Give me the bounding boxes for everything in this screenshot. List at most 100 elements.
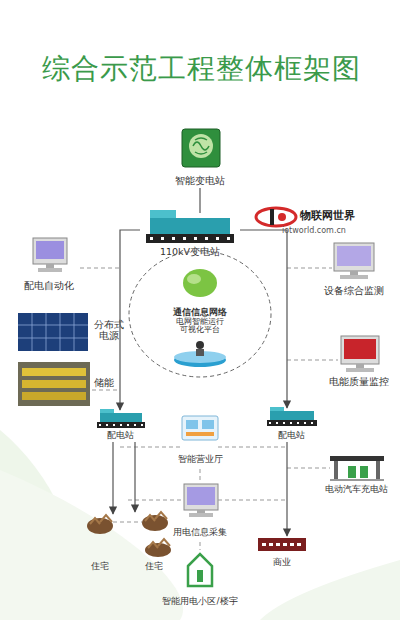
- dashed-leader: [287, 360, 338, 361]
- node-label: 110kV变电站: [140, 247, 240, 258]
- computer-icon: [346, 368, 374, 372]
- charging-node: 电动汽车充电站: [318, 453, 394, 499]
- computer-icon: [334, 243, 374, 279]
- watermark-text: 物联网世界: [300, 208, 355, 223]
- computer-icon: [33, 238, 67, 272]
- iot-logo: [270, 209, 274, 225]
- computer-icon: [187, 487, 215, 505]
- node-label: 智能营业厅: [172, 454, 228, 464]
- system-node: 电能质量监控: [326, 333, 392, 391]
- label-stack: 配电站: [92, 430, 148, 440]
- computer-icon: [184, 484, 218, 517]
- network-platform-icon: [196, 349, 204, 356]
- network-platform-icon: [196, 341, 204, 349]
- battery-photo: [22, 380, 86, 388]
- battery-photo: [22, 368, 86, 376]
- power-line-connector: [134, 442, 135, 512]
- house-cluster: [145, 512, 167, 521]
- charging-station-icon: [330, 456, 384, 461]
- dashed-leader: [113, 522, 142, 523]
- distribution-station-icon: [267, 420, 317, 426]
- smart-substation-icon: [189, 134, 213, 158]
- iot-logo: [256, 208, 296, 226]
- label-stack: 配电站: [262, 430, 320, 440]
- distribution-station-icon: [270, 411, 314, 420]
- dashed-leader: [92, 390, 120, 391]
- substation-server-icon: [150, 237, 232, 240]
- label-stack: 设备综合监测: [316, 286, 392, 297]
- smart-substation-icon: [182, 129, 220, 167]
- label-stack: 智能变电站: [170, 176, 230, 187]
- background-swoosh: [0, 470, 183, 620]
- dashed-leader: [120, 447, 287, 448]
- label-stack: 配电自动化: [16, 281, 82, 292]
- node-label: 分布式 电源: [94, 320, 124, 342]
- computer-icon: [350, 271, 358, 275]
- solar-panel-photo: [18, 313, 88, 351]
- smart-community-icon: [197, 570, 203, 582]
- substation-node: 110kV变电站: [140, 213, 240, 261]
- distribution-node: 配电站: [262, 408, 320, 442]
- house-cluster: [148, 539, 170, 548]
- watermark-text: iotworld.com.cn: [282, 226, 346, 235]
- label-stack: 住宅: [128, 561, 180, 571]
- dashed-leader: [287, 468, 330, 469]
- label-stack: 110kV变电站: [140, 247, 240, 258]
- label-stack: 电动汽车充电站: [318, 484, 394, 494]
- node-label: 配电站: [92, 430, 148, 440]
- computer-icon: [356, 364, 364, 368]
- service-node: 智能营业厅: [172, 413, 228, 469]
- residential-node: 住宅: [80, 514, 120, 574]
- energy-source-node: 分布式 电源: [16, 310, 126, 354]
- node-label: 智能用电小区/楼宇: [150, 596, 250, 606]
- charging-station-icon: [360, 466, 368, 478]
- node-label: 通信信息网络: [171, 308, 229, 318]
- node-sublabel: 电网智能运行 可视化平台: [171, 318, 229, 335]
- dashed-connector: [200, 542, 201, 550]
- node-label: 配电站: [262, 430, 320, 440]
- house-cluster: [142, 515, 168, 531]
- system-node: 设备综合监测: [316, 240, 392, 300]
- solar-panel-photo: [18, 313, 88, 351]
- system-node: 配电自动化: [16, 235, 82, 295]
- power-line-connector: [199, 188, 200, 213]
- node-label: 住宅: [80, 561, 120, 571]
- computer-icon: [344, 339, 376, 359]
- network-platform-icon: [187, 274, 201, 284]
- commercial-building-icon: [262, 543, 303, 546]
- collection-node: 用电信息采集: [168, 480, 232, 542]
- smart-substation-icon: [182, 129, 220, 167]
- dashed-leader: [80, 268, 338, 522]
- commercial-building-icon: [258, 538, 306, 551]
- battery-photo: [18, 362, 90, 406]
- community-node: 智能用电小区/楼宇: [150, 550, 250, 610]
- label-stack: 住宅: [80, 561, 120, 571]
- charging-station-icon: [376, 461, 380, 479]
- service-hall-icon: [202, 420, 214, 429]
- computer-icon: [340, 275, 368, 279]
- dashed-leader: [80, 268, 120, 269]
- background-swoosh: [0, 430, 400, 620]
- computer-icon: [334, 243, 374, 271]
- battery-photo: [18, 362, 90, 406]
- computer-icon: [38, 268, 62, 272]
- charging-station-icon: [330, 479, 384, 481]
- service-hall-icon: [182, 416, 218, 440]
- distribution-station-icon: [99, 424, 144, 426]
- computer-icon: [341, 336, 379, 364]
- service-hall-icon: [186, 420, 198, 429]
- house-cluster: [90, 515, 112, 524]
- substation-server-icon: [146, 210, 234, 243]
- distribution-station-icon: [97, 422, 145, 428]
- dashed-circle-outline: [129, 251, 271, 377]
- computer-icon: [189, 513, 213, 517]
- label-stack: 分布式 电源: [94, 320, 124, 342]
- computer-icon: [197, 510, 205, 513]
- label-stack: 电能质量监控: [326, 377, 392, 388]
- distribution-node: 配电站: [92, 410, 148, 442]
- residential-node: 住宅: [128, 512, 180, 574]
- smart-community-icon: [188, 554, 212, 586]
- network-platform-icon: [183, 269, 217, 297]
- computer-icon: [36, 241, 64, 259]
